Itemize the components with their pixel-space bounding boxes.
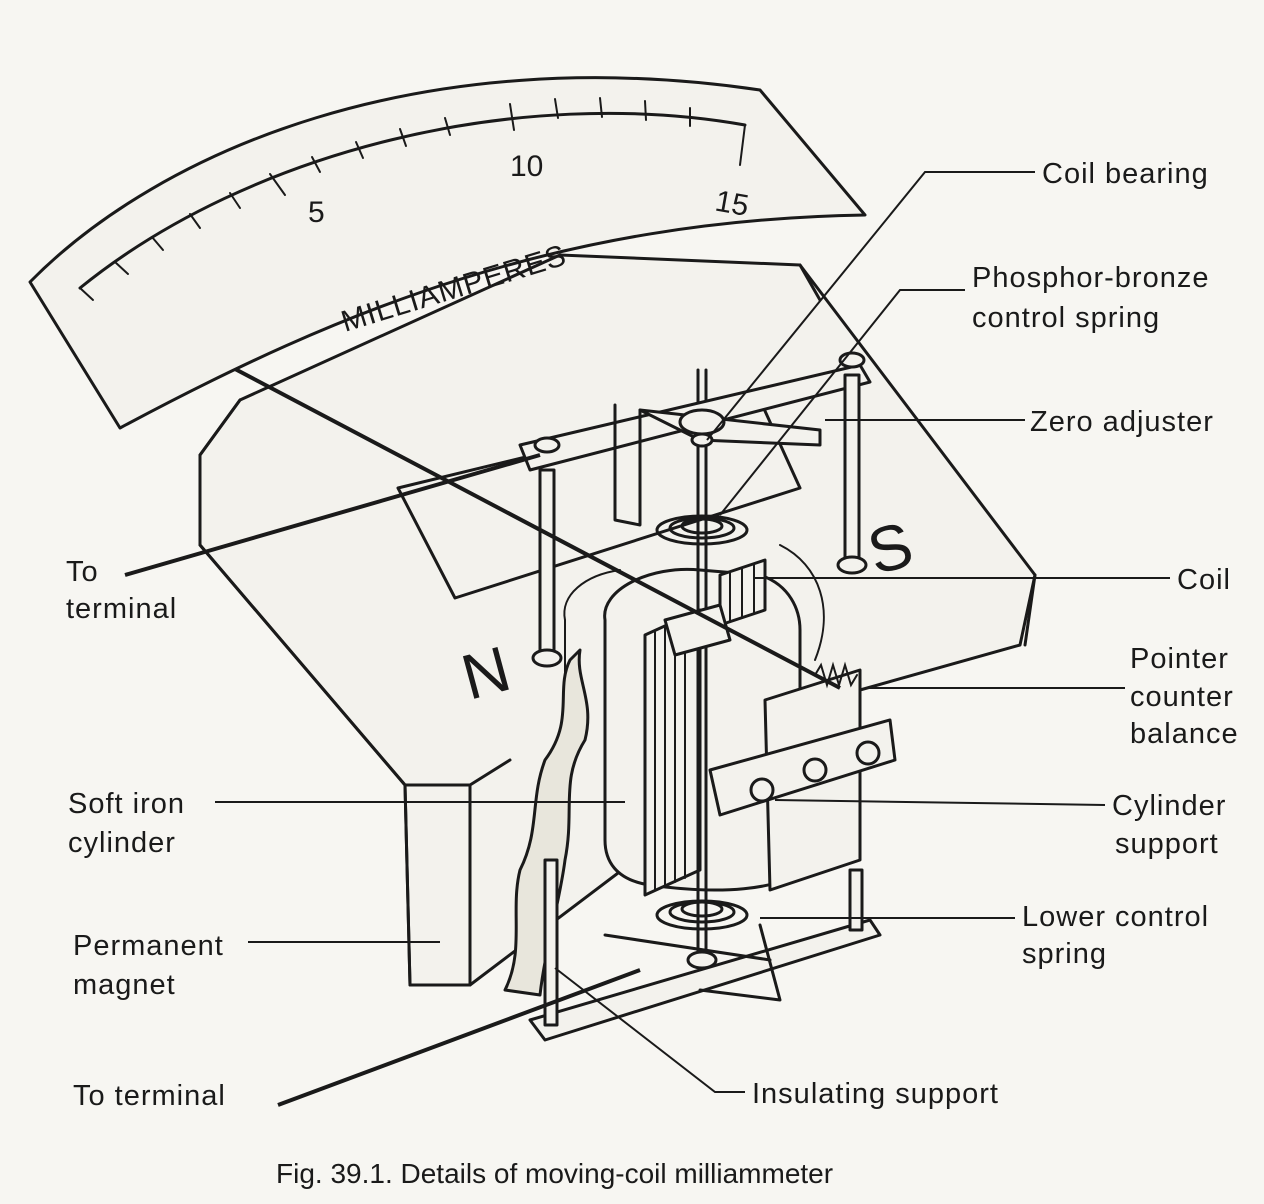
coil [643,558,767,897]
label-control-spring: control spring [972,302,1160,334]
label-coil: Coil [1177,564,1231,596]
label-cylinder-left: cylinder [68,827,176,859]
figure-caption: Fig. 39.1. Details of moving-coil millia… [276,1158,833,1189]
scale-number-15: 15 [713,185,752,223]
label-spring: spring [1022,938,1107,970]
label-coil-bearing: Coil bearing [1042,158,1209,190]
labels: Coil bearing Phosphor-bronze control spr… [66,158,1239,1112]
label-permanent: Permanent [73,930,224,962]
label-lower-control: Lower control [1022,901,1209,933]
cutaway-edge [503,648,590,997]
label-counter: counter [1130,681,1234,713]
top-terminal-lead [124,453,541,577]
label-magnet: magnet [73,969,176,1001]
label-to-terminal-top-1: To [66,556,99,588]
scale-ticks [79,97,746,301]
label-cylinder: Cylinder [1112,790,1226,822]
label-to-terminal-bottom: To terminal [73,1080,226,1112]
label-to-terminal-top-2: terminal [66,593,177,625]
cylinder-support [708,668,897,892]
label-balance: balance [1130,718,1239,750]
label-phosphor-bronze: Phosphor-bronze [972,262,1209,294]
label-zero-adjuster: Zero adjuster [1030,406,1214,438]
leader-lines [215,171,1170,1093]
spindle-assembly [518,351,882,1042]
label-insulating-support: Insulating support [752,1078,999,1110]
scale-number-10: 10 [510,150,543,183]
label-soft-iron: Soft iron [68,788,185,820]
label-pointer: Pointer [1130,643,1229,675]
scale-number-5: 5 [308,196,325,229]
bottom-terminal-lead [277,968,641,1107]
label-support: support [1115,828,1219,860]
